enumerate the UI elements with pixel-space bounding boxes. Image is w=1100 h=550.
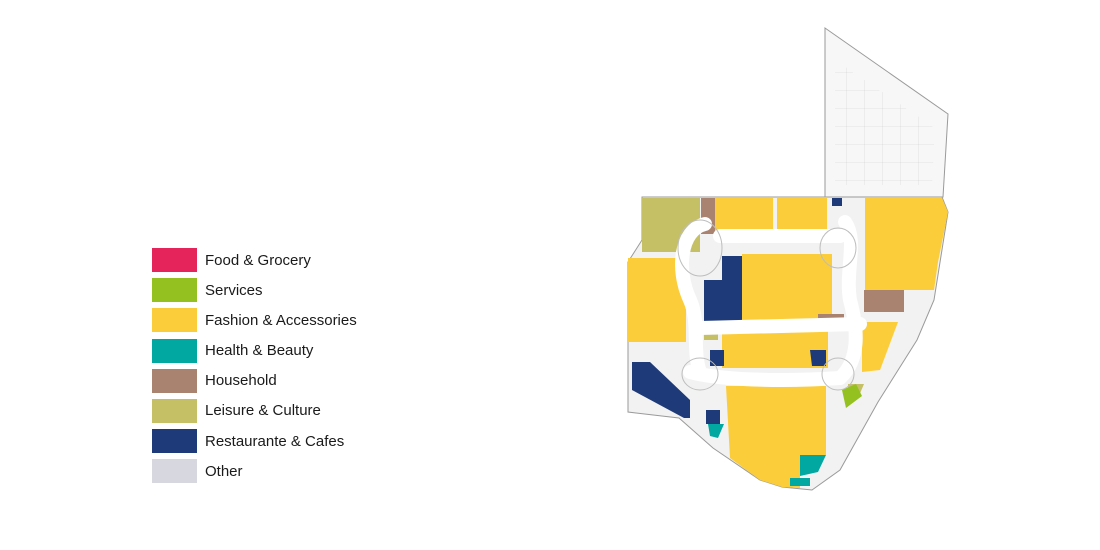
- legend-item-food-grocery: Food & Grocery: [152, 248, 357, 272]
- store-restaurant: [704, 256, 742, 322]
- legend-label-leisure-culture: Leisure & Culture: [205, 402, 321, 420]
- legend-swatch-leisure-culture: [152, 398, 197, 423]
- fashion-stores: [628, 198, 948, 488]
- store-health-beauty: [790, 478, 810, 486]
- store-services: [842, 384, 862, 408]
- legend-item-restaurants-cafes: Restaurante & Cafes: [152, 429, 357, 454]
- store-fashion: [862, 322, 898, 372]
- store-restaurant: [710, 350, 724, 366]
- store-fashion: [726, 386, 826, 488]
- legend-swatch-fashion-accessories: [152, 308, 197, 333]
- legend-label-restaurants-cafes: Restaurante & Cafes: [205, 432, 345, 450]
- corridor-outlines: [677, 219, 857, 391]
- legend-label-health-beauty: Health & Beauty: [205, 342, 314, 360]
- legend-item-other: Other: [152, 459, 357, 484]
- legend-swatch-services: [152, 278, 197, 303]
- legend-swatch-other: [152, 459, 197, 484]
- legend-label-fashion-accessories: Fashion & Accessories: [205, 311, 357, 329]
- corridors: [675, 215, 867, 387]
- store-fashion: [742, 254, 832, 320]
- legend-swatch-food-grocery: [152, 248, 197, 272]
- legend: Food & Grocery Services Fashion & Access…: [152, 248, 357, 490]
- store-health-beauty: [708, 424, 724, 438]
- store-fashion: [865, 198, 948, 262]
- store-restaurant: [706, 410, 720, 424]
- store-household: [864, 290, 904, 312]
- legend-label-household: Household: [205, 372, 277, 390]
- legend-label-food-grocery: Food & Grocery: [205, 251, 311, 269]
- legend-item-leisure-culture: Leisure & Culture: [152, 398, 357, 423]
- parking-grid: [835, 60, 935, 185]
- legend-swatch-restaurants-cafes: [152, 429, 197, 454]
- store-restaurant: [632, 362, 690, 418]
- legend-item-services: Services: [152, 278, 357, 303]
- store-fashion: [865, 262, 938, 290]
- legend-label-other: Other: [205, 462, 243, 480]
- legend-item-household: Household: [152, 368, 357, 393]
- floor-plan-map: [627, 27, 949, 491]
- legend-swatch-household: [152, 368, 197, 393]
- store-health-beauty: [800, 455, 826, 476]
- legend-label-services: Services: [205, 281, 263, 299]
- legend-item-fashion-accessories: Fashion & Accessories: [152, 308, 357, 333]
- store-restaurant: [832, 198, 842, 206]
- store-restaurant: [810, 350, 826, 366]
- legend-swatch-health-beauty: [152, 338, 197, 363]
- legend-item-health-beauty: Health & Beauty: [152, 338, 357, 363]
- store-fashion: [777, 198, 827, 234]
- store-fashion: [722, 328, 828, 368]
